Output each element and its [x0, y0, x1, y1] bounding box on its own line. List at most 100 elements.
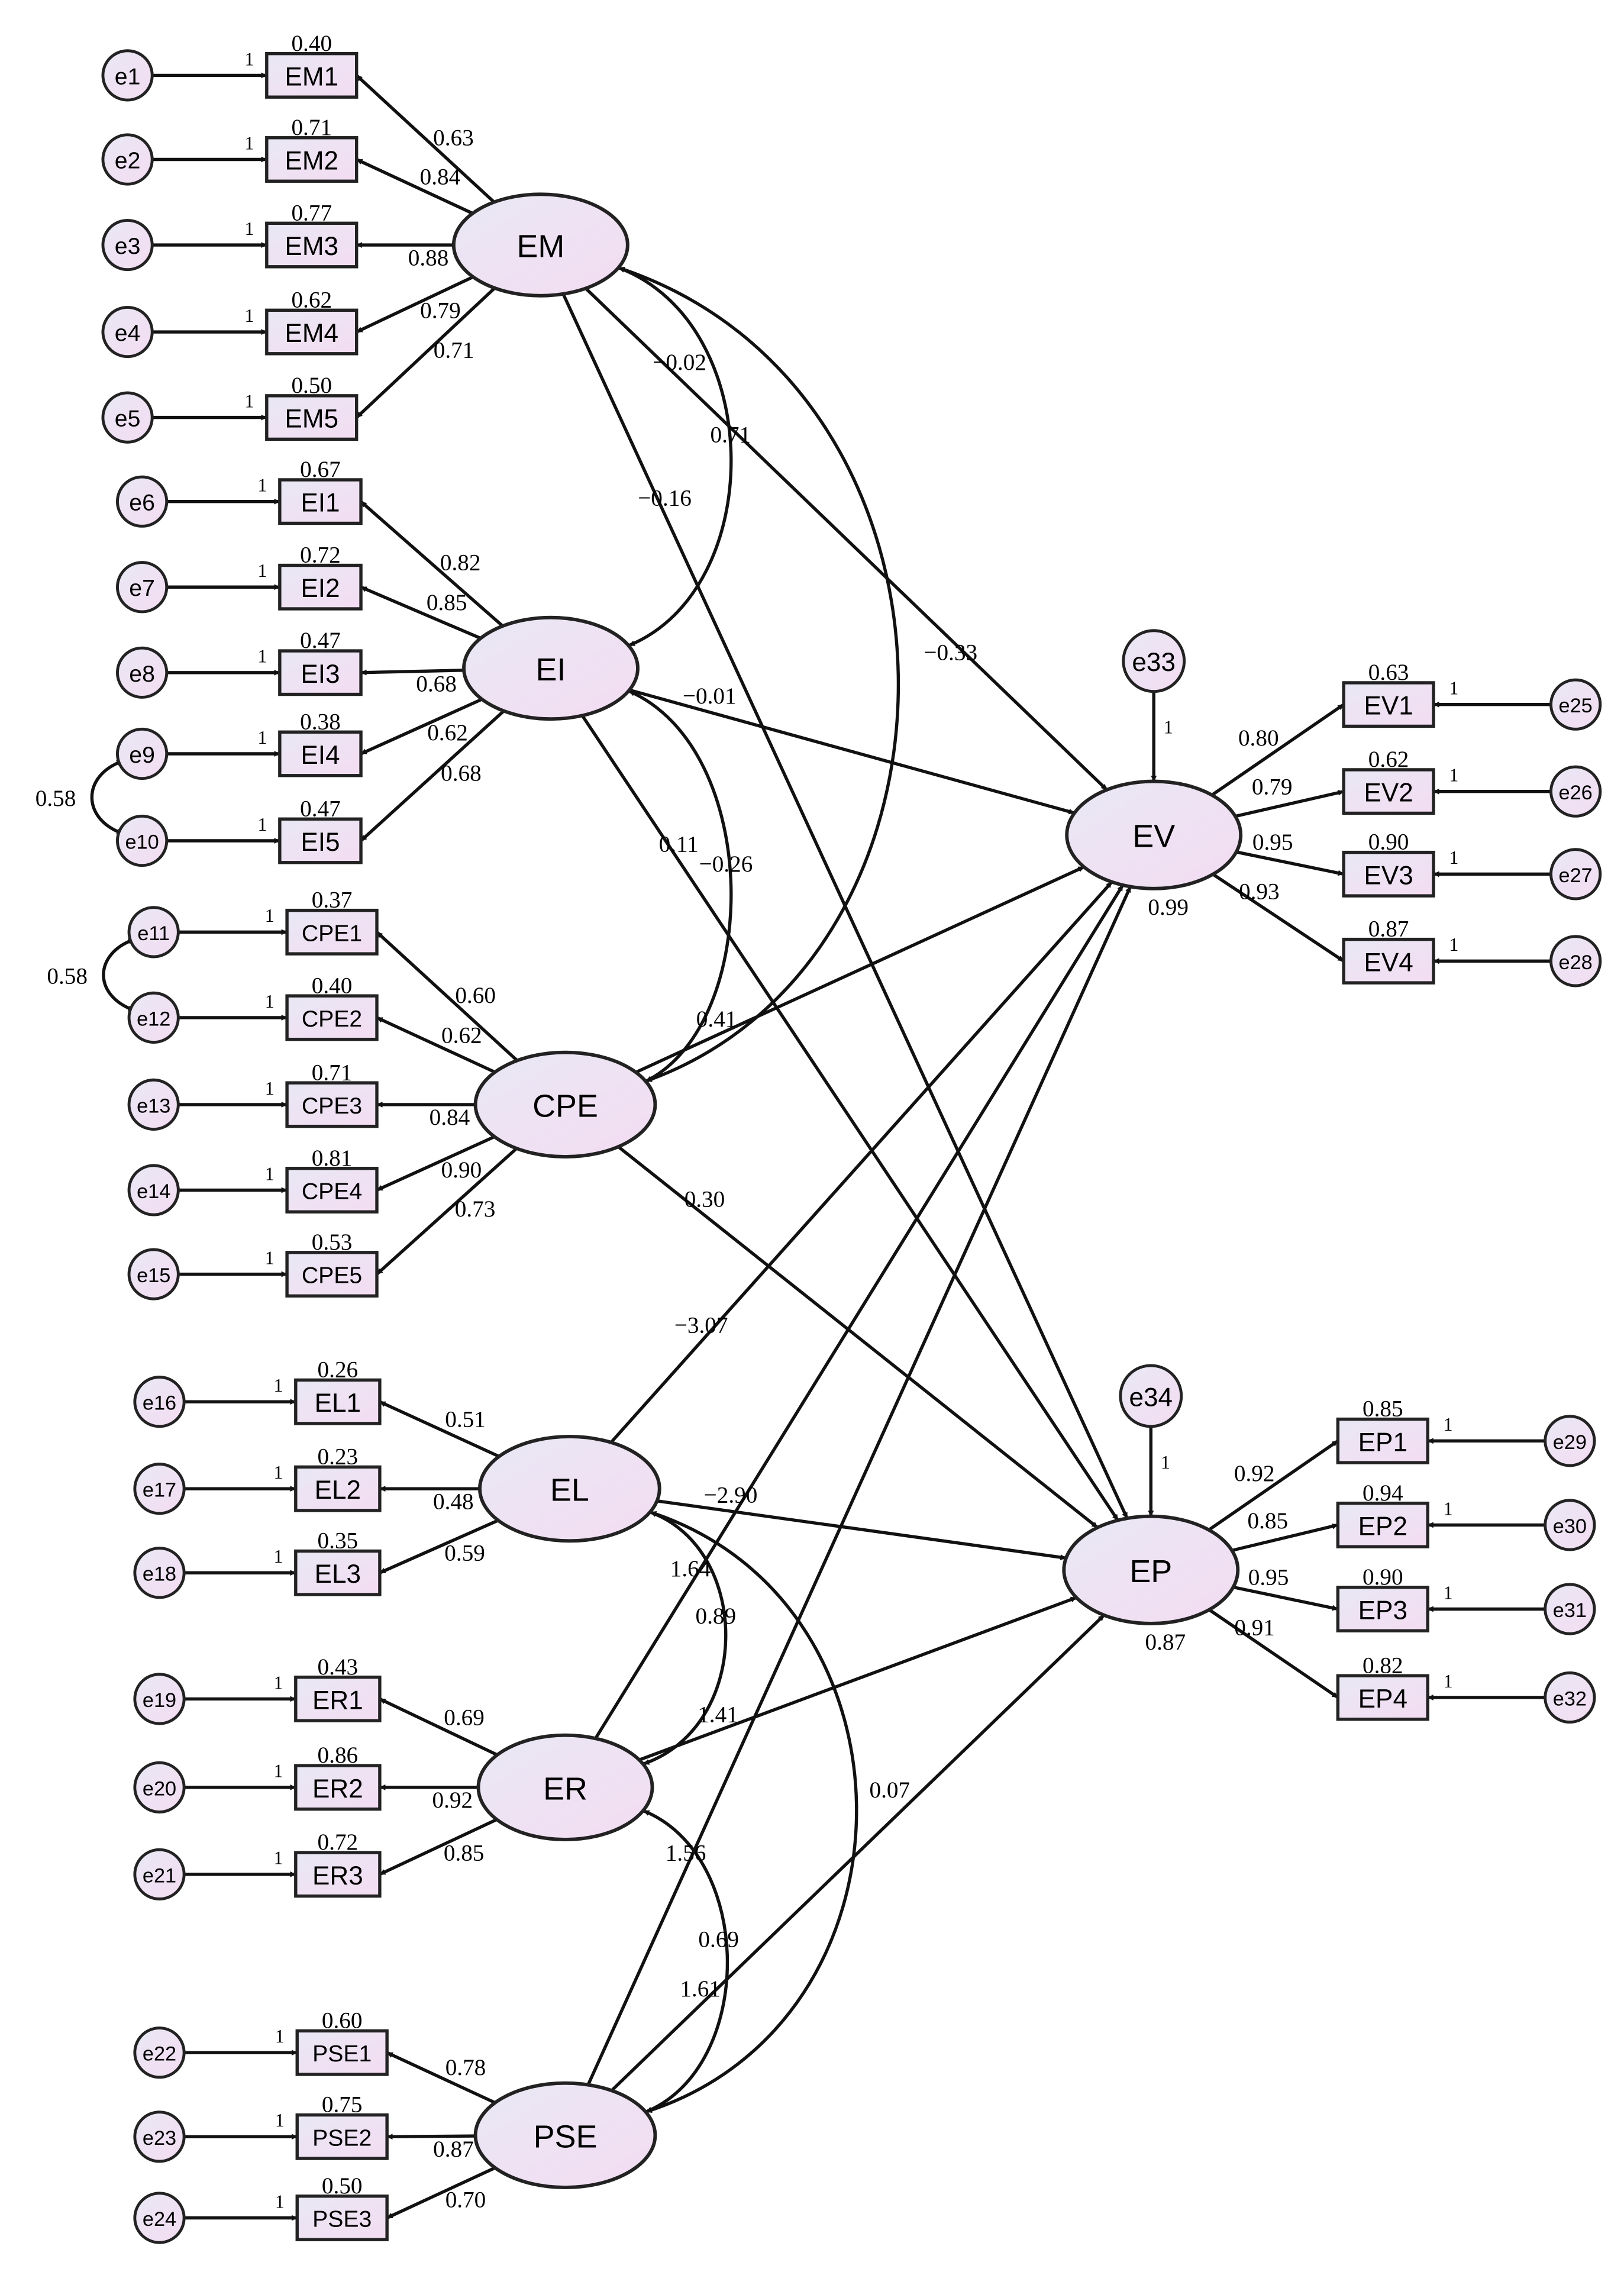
structural-path-em-to-ev: [585, 287, 1108, 791]
error-label: e21: [143, 1864, 176, 1887]
error-label: e16: [143, 1392, 176, 1415]
covariance-ei-cpe: [628, 689, 733, 1083]
latent-label: EM: [516, 229, 564, 264]
error-e28: [1549, 935, 1602, 988]
latent-el: [478, 1435, 661, 1543]
error-label: e11: [137, 922, 170, 945]
r2-value: 0.72: [300, 543, 341, 568]
error-e18: [133, 1547, 186, 1599]
covariance-value: −0.26: [699, 851, 753, 877]
error-e27: [1549, 848, 1602, 901]
error-covariance-value: 0.58: [47, 963, 88, 989]
indicator-label: EI2: [301, 574, 340, 603]
indicator-label: CPE3: [302, 1093, 362, 1119]
factor-loading: 0.71: [434, 337, 474, 363]
indicator-el1: [294, 1378, 382, 1425]
path-coefficient: −0.16: [638, 486, 692, 511]
error-label: e30: [1553, 1515, 1587, 1538]
fixed-weight: 1: [244, 305, 254, 326]
r2-value: 0.40: [291, 31, 332, 56]
indicator-label: ER1: [312, 1686, 363, 1715]
error-label: e4: [115, 321, 141, 346]
path-coefficient: 0.11: [659, 832, 699, 857]
covariance-er-pse: [643, 1809, 729, 2113]
fixed-weight: 1: [265, 1163, 275, 1184]
fixed-weight: 1: [1444, 1498, 1453, 1519]
r2-value: 0.62: [291, 287, 332, 312]
factor-loading: 0.68: [416, 672, 457, 697]
factor-loading: 0.92: [432, 1787, 473, 1813]
indicator-label: PSE1: [312, 2041, 372, 2067]
indicator-label: EM4: [285, 319, 338, 348]
fixed-weight: 1: [244, 49, 254, 69]
fixed-weight: 1: [265, 905, 275, 926]
loading-path-er1: [379, 1697, 498, 1757]
r2-value: 0.43: [318, 1654, 359, 1680]
fixed-weight: 1: [265, 991, 275, 1012]
r2-value: 0.67: [300, 457, 341, 482]
fixed-weight: 1: [273, 1546, 283, 1567]
factor-loading: 0.59: [444, 1541, 485, 1566]
factor-loading: 0.87: [433, 2137, 474, 2162]
loading-path-cpe1: [376, 931, 518, 1062]
indicator-ei3: [278, 649, 363, 696]
indicator-el3: [294, 1549, 382, 1596]
r2-value: 0.53: [312, 1229, 353, 1255]
error-e11: [127, 906, 180, 959]
loading-path-ei1: [360, 500, 504, 628]
indicator-em4: [265, 308, 359, 356]
factor-loading: 0.60: [455, 983, 496, 1008]
r2-value: 0.72: [318, 1829, 359, 1855]
error-e26: [1549, 765, 1602, 818]
indicator-label: CPE4: [302, 1179, 362, 1204]
path-coefficient: 1.61: [680, 1976, 721, 2002]
fixed-weight: 1: [244, 218, 254, 239]
latent-label: PSE: [534, 2119, 598, 2154]
loading-path-pse1: [386, 2051, 496, 2105]
r2-value: 0.75: [322, 2092, 363, 2118]
error-label: e13: [137, 1095, 170, 1117]
indicator-label: EP3: [1358, 1596, 1407, 1625]
latent-em: [451, 192, 629, 298]
error-label: e14: [137, 1180, 170, 1203]
indicator-em5: [265, 394, 359, 441]
error-label: e18: [143, 1563, 176, 1586]
fixed-weight: 1: [257, 560, 267, 581]
error-label: e20: [143, 1777, 176, 1800]
r2-value: 0.87: [1145, 1629, 1186, 1655]
indicator-cpe3: [285, 1081, 379, 1128]
error-label: e5: [115, 406, 141, 432]
indicator-er2: [294, 1764, 382, 1811]
loading-path-er3: [379, 1818, 498, 1876]
loading-path-ev2: [1235, 789, 1344, 818]
indicator-er1: [294, 1675, 382, 1722]
indicator-label: EI3: [301, 660, 340, 689]
path-coefficient: 1.64: [670, 1556, 711, 1582]
loading-path-ev4: [1212, 873, 1345, 963]
factor-loading: 0.79: [420, 298, 461, 324]
error-e23: [133, 2110, 186, 2163]
fixed-weight: 1: [1449, 847, 1458, 868]
error-e14: [127, 1164, 180, 1216]
path-coefficient: −0.01: [683, 683, 737, 709]
fixed-weight: 1: [275, 2191, 285, 2212]
indicator-ev4: [1342, 937, 1435, 985]
fixed-weight: 1: [265, 1078, 275, 1099]
indicator-ev2: [1342, 768, 1435, 815]
indicator-label: EV4: [1364, 948, 1413, 977]
r2-value: 0.71: [312, 1060, 353, 1085]
indicator-ei2: [278, 563, 363, 611]
error-e31: [1544, 1583, 1596, 1635]
indicator-label: ER2: [312, 1774, 363, 1803]
indicator-ei1: [278, 478, 363, 525]
fixed-weight: 1: [1449, 934, 1458, 955]
path-coefficient: −0.02: [653, 350, 706, 375]
loading-path-em4: [356, 275, 474, 334]
covariance-layer: [90, 266, 900, 2113]
indicator-el2: [294, 1465, 382, 1512]
disturbance-label: e34: [1129, 1383, 1173, 1412]
error-label: e1: [115, 64, 141, 89]
error-label: e10: [125, 831, 159, 853]
structural-path-el-to-ev: [609, 880, 1113, 1444]
